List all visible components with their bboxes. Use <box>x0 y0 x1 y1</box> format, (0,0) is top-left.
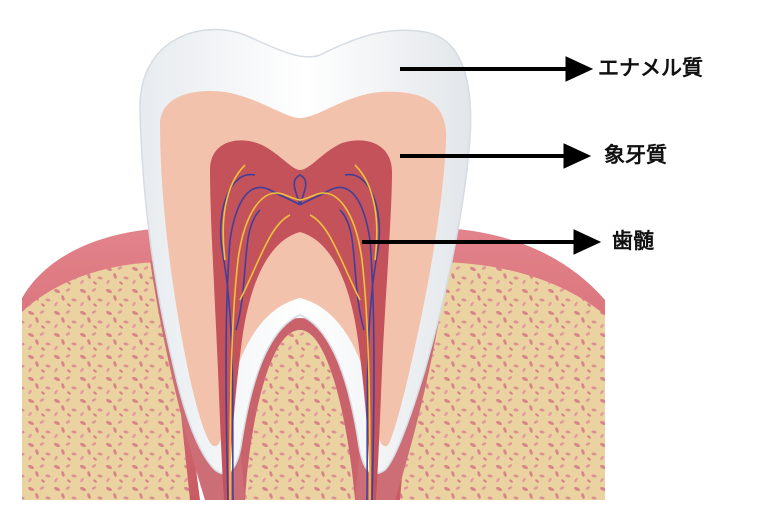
label-enamel: エナメル質 <box>598 56 703 80</box>
bone-center <box>245 330 355 500</box>
gum-center <box>232 318 368 500</box>
nerves-yellow <box>222 164 378 501</box>
arrow-dentin-head <box>563 143 592 169</box>
arrow-enamel-head <box>565 56 594 82</box>
bone-left <box>22 262 190 500</box>
arrow-pulp-head <box>573 229 602 255</box>
pulp-layer <box>210 140 392 500</box>
label-pulp: 歯髄 <box>612 229 654 253</box>
nerves-blue <box>219 173 381 501</box>
label-dentin: 象牙質 <box>604 143 667 167</box>
bone-right <box>400 261 605 500</box>
arrows <box>362 56 602 255</box>
